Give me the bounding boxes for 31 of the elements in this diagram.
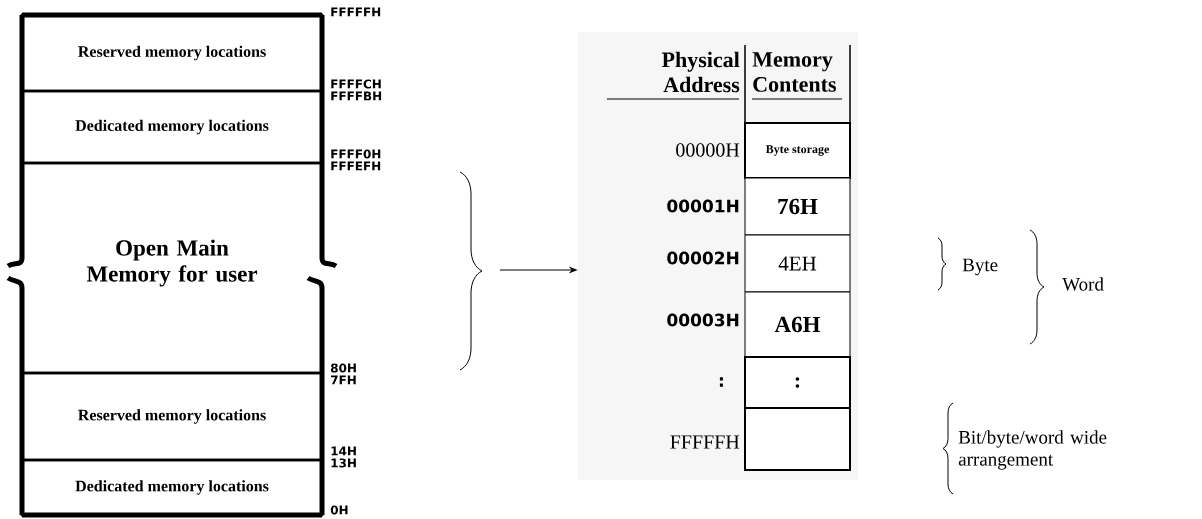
- memory-region: Open Main Memory for user: [20, 161, 324, 375]
- column-heading: Memory Contents: [751, 52, 843, 100]
- memory-cell: :: [744, 356, 851, 409]
- column-heading: Physical Address: [606, 51, 740, 100]
- address-label: FFFFFH: [670, 435, 740, 449]
- address-label: 00001H: [667, 199, 739, 213]
- memory-cell: A6H: [744, 291, 851, 358]
- address-label: 7FH: [331, 375, 356, 385]
- address-label: 00003H: [667, 313, 739, 327]
- address-label: :: [719, 377, 723, 387]
- brace-label: Bit/byte/word wide arrangement: [958, 430, 1107, 470]
- memory-region: Dedicated memory locations: [20, 458, 324, 517]
- memory-region: Dedicated memory locations: [20, 89, 324, 165]
- address-label: FFFF0H: [331, 149, 381, 159]
- address-label: FFFFCH: [331, 79, 381, 89]
- memory-cell: [744, 407, 851, 471]
- brace-label: Byte: [962, 258, 998, 276]
- node-label: Reserved memory locations: [78, 45, 266, 61]
- address-label: FFFEFH: [331, 161, 381, 171]
- memory-cell: Byte storage: [744, 122, 851, 179]
- address-label: 80H: [330, 363, 356, 373]
- address-label: FFFFFH: [331, 7, 381, 17]
- address-label: 00000H: [676, 143, 740, 157]
- brace-label: Word: [1062, 277, 1104, 291]
- memory-region: Reserved memory locations: [20, 371, 324, 462]
- address-label: 14H: [331, 446, 356, 456]
- memory-cell: 76H: [744, 177, 851, 236]
- memory-cell: 4EH: [744, 234, 851, 293]
- address-label: FFFFBH: [331, 91, 382, 101]
- address-label: 00002H: [667, 251, 739, 265]
- address-label: 13H: [331, 458, 356, 468]
